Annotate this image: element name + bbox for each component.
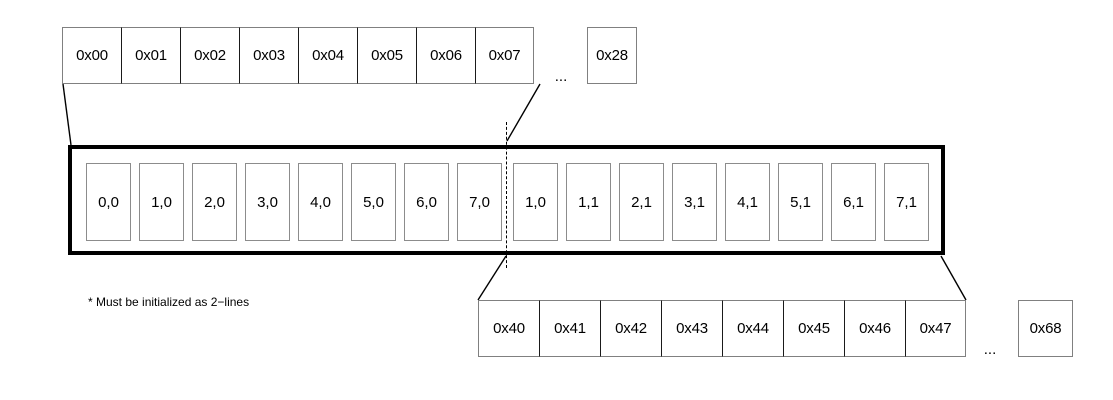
- cache-slot-label: 7,0: [469, 193, 490, 211]
- cache-slot: 3,0: [245, 163, 290, 241]
- cache-slot: 6,1: [831, 163, 876, 241]
- cache-slot: 6,0: [404, 163, 449, 241]
- cache-slot: 1,1: [566, 163, 611, 241]
- leader-line-top-left: [62, 83, 72, 146]
- bottom-address-cell: 0x42: [600, 300, 661, 357]
- top-address-ellipsis: ...: [554, 68, 568, 85]
- top-address-tail-cell: 0x28: [587, 27, 637, 84]
- bottom-address-cell: 0x44: [722, 300, 783, 357]
- cache-slot: 0,0: [86, 163, 131, 241]
- cache-slot-label: 4,0: [310, 193, 331, 211]
- top-address-cell: 0x05: [357, 27, 416, 84]
- cache-slot: 7,0: [457, 163, 502, 241]
- top-address-label: 0x03: [253, 47, 285, 64]
- cache-slot-label: 2,1: [631, 193, 652, 211]
- cache-slot: 5,0: [351, 163, 396, 241]
- cache-slot-label: 3,0: [257, 193, 278, 211]
- cache-slot-label: 4,1: [737, 193, 758, 211]
- top-address-cell: 0x01: [121, 27, 180, 84]
- top-address-label: 0x04: [312, 47, 344, 64]
- top-address-cell: 0x07: [475, 27, 534, 84]
- cache-line-split-divider: [506, 122, 507, 268]
- bottom-address-label: 0x40: [493, 320, 525, 337]
- bottom-address-cell: 0x45: [783, 300, 844, 357]
- cache-slot: 4,0: [298, 163, 343, 241]
- cache-slot-label: 1,0: [151, 193, 172, 211]
- bottom-address-tail-cell: 0x68: [1018, 300, 1073, 357]
- cache-slot-label: 5,1: [790, 193, 811, 211]
- bottom-address-cell: 0x46: [844, 300, 905, 357]
- bottom-address-row: 0x40 0x41 0x42 0x43 0x44 0x45 0x46 0x47: [478, 300, 966, 357]
- bottom-address-cell: 0x40: [478, 300, 539, 357]
- cache-slot-label: 5,0: [363, 193, 384, 211]
- cache-slot-label: 0,0: [98, 193, 119, 211]
- cache-slot: 4,1: [725, 163, 770, 241]
- cache-slot: 1,0: [513, 163, 558, 241]
- cache-slot: 7,1: [884, 163, 929, 241]
- cache-slot-label: 3,1: [684, 193, 705, 211]
- initialization-note: * Must be initialized as 2−lines: [88, 295, 250, 309]
- top-address-cell: 0x00: [62, 27, 121, 84]
- cache-slot-label: 7,1: [896, 193, 917, 211]
- top-address-row: 0x00 0x01 0x02 0x03 0x04 0x05 0x06 0x07: [62, 27, 534, 84]
- top-address-label: 0x00: [76, 47, 108, 64]
- bottom-address-label: 0x47: [919, 320, 952, 337]
- leader-line-top-right: [506, 83, 541, 142]
- cache-slot: 2,1: [619, 163, 664, 241]
- cache-slot-label: 2,0: [204, 193, 225, 211]
- cache-slot-label: 1,0: [525, 193, 546, 211]
- bottom-address-cell: 0x43: [661, 300, 722, 357]
- bottom-address-tail-label: 0x68: [1029, 320, 1062, 337]
- bottom-address-label: 0x46: [859, 320, 891, 337]
- cache-slot-label: 6,1: [843, 193, 864, 211]
- bottom-address-label: 0x41: [554, 320, 586, 337]
- cache-slot-label: 6,0: [416, 193, 437, 211]
- bottom-address-ellipsis: ...: [983, 341, 997, 358]
- top-address-label: 0x05: [371, 47, 403, 64]
- bottom-address-cell: 0x41: [539, 300, 600, 357]
- bottom-address-cell: 0x47: [905, 300, 966, 357]
- leader-line-bottom-left: [477, 255, 507, 301]
- leader-line-bottom-right: [940, 255, 967, 301]
- top-address-label: 0x02: [194, 47, 226, 64]
- bottom-address-label: 0x44: [737, 320, 769, 337]
- top-address-cell: 0x04: [298, 27, 357, 84]
- cache-slot: 5,1: [778, 163, 823, 241]
- top-address-tail-label: 0x28: [596, 47, 628, 64]
- top-address-label: 0x06: [430, 47, 462, 64]
- top-address-cell: 0x02: [180, 27, 239, 84]
- top-address-cell: 0x03: [239, 27, 298, 84]
- bottom-address-label: 0x45: [798, 320, 830, 337]
- bottom-address-label: 0x42: [615, 320, 647, 337]
- cache-slot: 1,0: [139, 163, 184, 241]
- cache-slot-label: 1,1: [578, 193, 599, 211]
- top-address-label: 0x07: [488, 47, 521, 64]
- cache-slot: 3,1: [672, 163, 717, 241]
- top-address-cell: 0x06: [416, 27, 475, 84]
- cache-slot: 2,0: [192, 163, 237, 241]
- top-address-label: 0x01: [135, 47, 167, 64]
- bottom-address-label: 0x43: [676, 320, 708, 337]
